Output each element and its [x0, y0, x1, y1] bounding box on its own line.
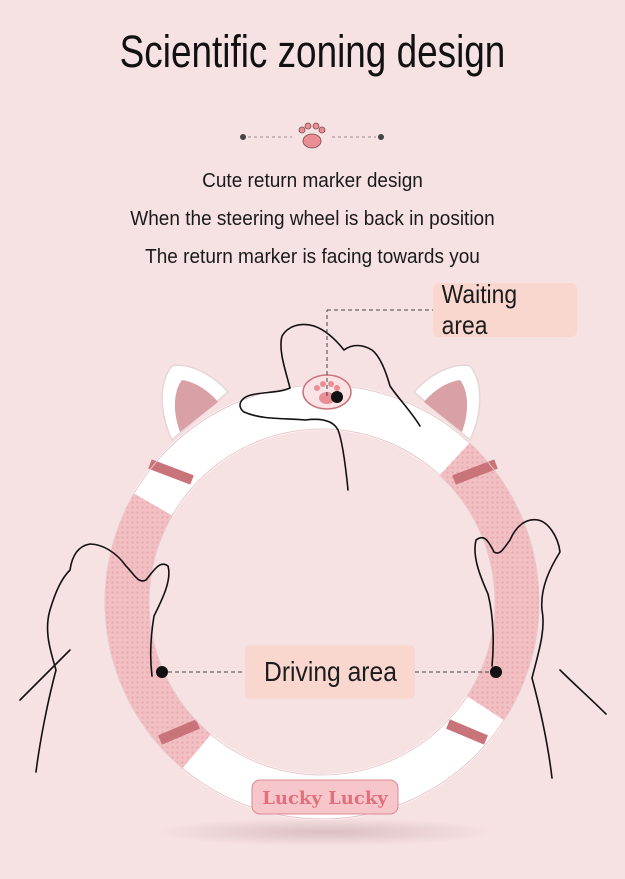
lucky-logo: Lucky Lucky — [251, 779, 399, 815]
callout-driving — [156, 666, 502, 678]
description-line-1: Cute return marker design — [202, 170, 423, 192]
wheel-shadow — [155, 818, 495, 846]
driving-area-text: Driving area — [263, 656, 397, 687]
paw-drawing-left — [35, 543, 170, 773]
description-line-3: The return marker is facing towards you — [145, 246, 480, 268]
paw-divider — [240, 122, 384, 149]
driving-area-label: Driving area — [245, 645, 415, 699]
paw-drawing-top — [239, 323, 421, 491]
paw-icon — [298, 122, 326, 149]
cat-ear-right — [412, 364, 481, 442]
wheel-rim-bottom — [103, 384, 540, 820]
callout-waiting — [326, 309, 433, 403]
description-line-2: When the steering wheel is back in posit… — [130, 208, 495, 230]
paw-drawing-left-arm — [19, 649, 71, 701]
wheel-bands — [148, 459, 498, 745]
waiting-area-label: Waiting area — [433, 279, 577, 340]
paw-drawing-right — [474, 518, 561, 779]
lucky-logo-text: Lucky Lucky — [262, 788, 388, 809]
cat-ear-left — [161, 364, 230, 442]
page-title: Scientific zoning design — [119, 26, 506, 77]
waiting-area-text: Waiting area — [441, 279, 518, 340]
wheel-rim-top — [104, 384, 540, 821]
paw-drawing-right-arm — [559, 669, 607, 715]
